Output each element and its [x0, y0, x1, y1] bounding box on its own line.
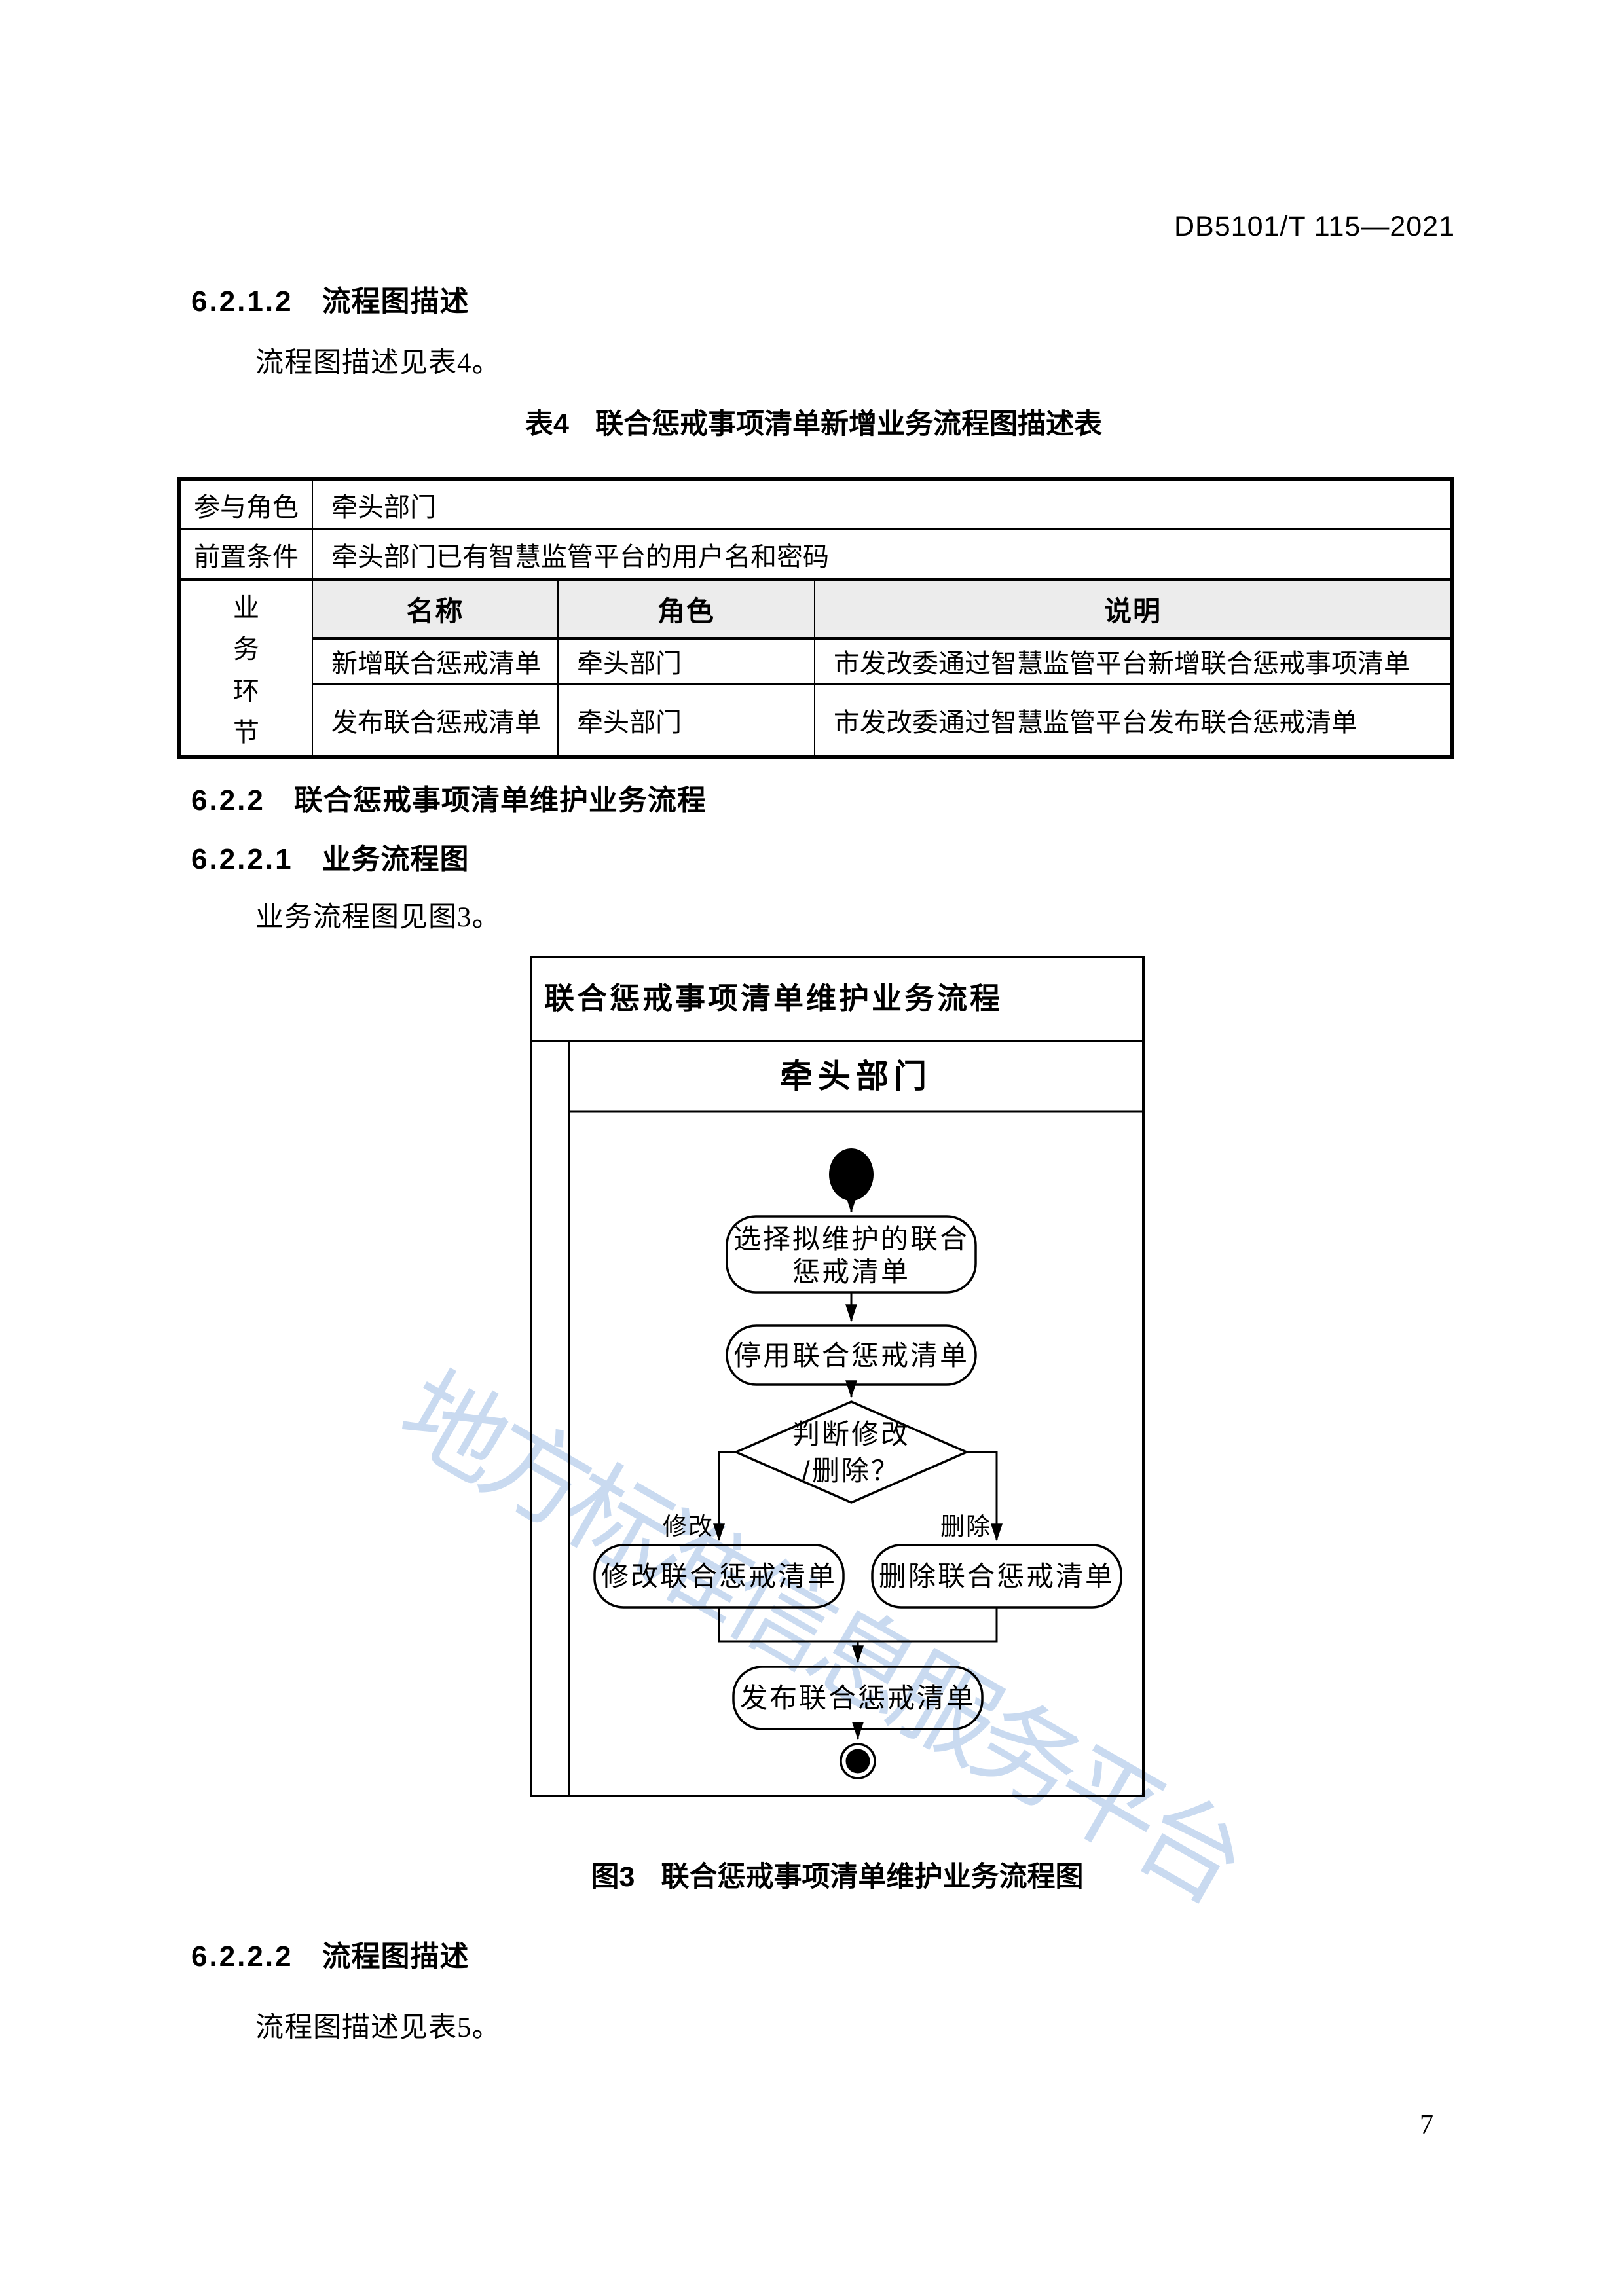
table4-title-text: 联合惩戒事项清单新增业务流程图描述表 [595, 409, 1102, 440]
table4-title-label: 表4 [525, 409, 569, 440]
block-char: 业 [233, 592, 259, 623]
block-char: 务 [233, 634, 259, 665]
decision-line1: 判断修改 [792, 1419, 910, 1449]
node-select-list [726, 1215, 977, 1294]
table-subheader-row: 业 务 环 节 名称 角色 说明 [178, 579, 1454, 758]
swimlane-header: 牵头部门 [780, 1058, 932, 1095]
cell-precondition-value: 牵头部门已有智慧监管平台的用户名和密码 [311, 528, 1454, 581]
heading-title: 流程图描述 [322, 1941, 470, 1973]
subheader-name: 名称 [312, 579, 559, 640]
table-row: 发布联合惩戒清单 牵头部门 市发改委通过智慧监管平台发布联合惩戒清单 [179, 683, 1454, 757]
heading-6-2-1-2: 6.2.1.2 流程图描述 [191, 278, 470, 319]
table-row: 新增联合惩戒清单 牵头部门 市发改委通过智慧监管平台新增联合惩戒事项清单 [179, 638, 1454, 685]
node-delete-list-label: 删除联合惩戒清单 [879, 1561, 1115, 1592]
heading-number: 6.2.2.2 [191, 1941, 293, 1973]
node-modify-list-label: 修改联合惩戒清单 [601, 1561, 837, 1592]
block-label-stack: 业 务 环 节 [181, 581, 311, 754]
node-select-list-line1: 选择拟维护的联合 [733, 1224, 969, 1254]
cell-role-label: 参与角色 [178, 478, 313, 530]
edge-decision-to-modify [713, 1451, 736, 1542]
cell-step1-name: 新增联合惩戒清单 [312, 638, 559, 685]
node-stop-list-label: 停用联合惩戒清单 [733, 1340, 969, 1371]
table4-title: 表4 联合惩戒事项清单新增业务流程图描述表 [177, 401, 1450, 442]
node-modify-list [593, 1544, 845, 1609]
node-delete-list [871, 1544, 1122, 1609]
block-char: 节 [233, 718, 259, 748]
node-publish-list [732, 1666, 984, 1730]
cell-step1-desc: 市发改委通过智慧监管平台新增联合惩戒事项清单 [813, 638, 1454, 685]
cell-block-label: 业 务 环 节 [178, 579, 313, 758]
paragraph-see-table5: 流程图描述见表5。 [255, 2013, 501, 2043]
heading-title: 流程图描述 [322, 285, 470, 318]
heading-6-2-2: 6.2.2 联合惩戒事项清单维护业务流程 [191, 776, 707, 818]
merge-connector [718, 1607, 998, 1643]
flowchart-title: 联合惩戒事项清单维护业务流程 [544, 981, 1003, 1015]
heading-number: 6.2.2 [191, 784, 265, 816]
decision-node [733, 1400, 970, 1504]
flowchart-border [530, 956, 1145, 1797]
figure3-caption-text: 联合惩戒事项清单维护业务流程图 [661, 1861, 1084, 1893]
cell-precondition-label: 前置条件 [178, 528, 313, 581]
paragraph-see-table4: 流程图描述见表4。 [255, 348, 501, 378]
subheader-desc: 说明 [813, 579, 1454, 640]
branch-label-delete: 删除 [940, 1513, 991, 1540]
heading-number: 6.2.2.1 [191, 843, 293, 875]
heading-title: 联合惩戒事项清单维护业务流程 [293, 784, 707, 816]
decision-line2: /删除？ [802, 1455, 900, 1486]
heading-6-2-2-1: 6.2.2.1 业务流程图 [191, 835, 470, 877]
cell-step2-role: 牵头部门 [557, 683, 815, 757]
flowchart-figure: 联合惩戒事项清单维护业务流程 牵头部门 选择拟维护的联合 惩戒清单 停用联合惩戒… [530, 956, 1145, 1797]
document-code: DB5101/T 115—2021 [1174, 211, 1455, 242]
branch-label-modify: 修改 [663, 1513, 714, 1540]
table-row: 前置条件 牵头部门已有智慧监管平台的用户名和密码 [178, 528, 1454, 581]
heading-number: 6.2.1.2 [191, 285, 293, 318]
cell-step1-role: 牵头部门 [557, 638, 815, 685]
node-select-list-line2: 惩戒清单 [792, 1256, 910, 1287]
heading-title: 业务流程图 [322, 843, 470, 875]
start-node [829, 1148, 874, 1201]
cell-role-value: 牵头部门 [311, 478, 1454, 530]
table-row: 参与角色 牵头部门 [178, 478, 1454, 530]
end-node-core [845, 1749, 870, 1774]
cell-step2-desc: 市发改委通过智慧监管平台发布联合惩戒清单 [813, 683, 1454, 757]
node-stop-list [726, 1324, 977, 1386]
page-number: 7 [1420, 2110, 1433, 2140]
figure3-caption-label: 图3 [591, 1861, 635, 1893]
edge-decision-to-delete [967, 1451, 1003, 1542]
heading-6-2-2-2: 6.2.2.2 流程图描述 [191, 1933, 470, 1975]
node-publish-list-label: 发布联合惩戒清单 [740, 1683, 976, 1713]
subheader-role: 角色 [557, 579, 815, 640]
table4: 参与角色 牵头部门 前置条件 牵头部门已有智慧监管平台的用户名和密码 业 务 环… [177, 477, 1455, 759]
paragraph-see-figure3: 业务流程图见图3。 [255, 902, 501, 933]
block-char: 环 [233, 676, 259, 706]
table4-grid: 参与角色 牵头部门 前置条件 牵头部门已有智慧监管平台的用户名和密码 业 务 环… [177, 477, 1455, 759]
cell-step2-name: 发布联合惩戒清单 [312, 683, 559, 757]
figure3-caption: 图3 联合惩戒事项清单维护业务流程图 [530, 1854, 1145, 1895]
